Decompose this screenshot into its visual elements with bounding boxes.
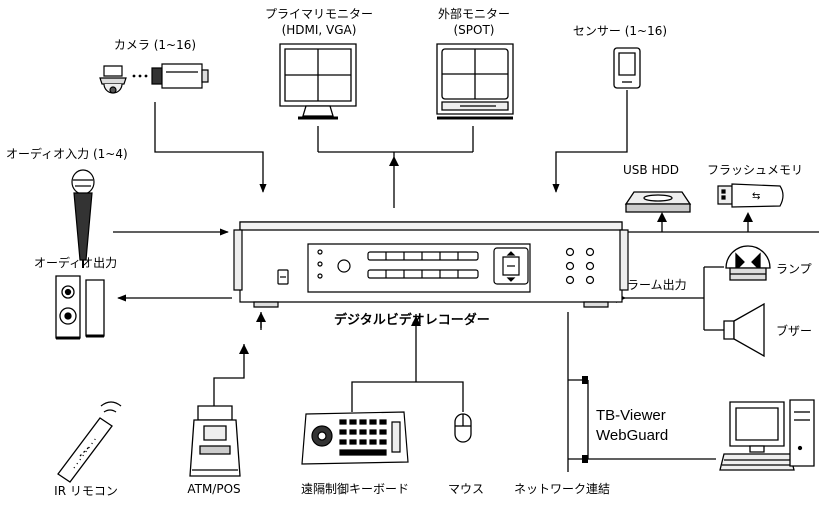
remote-software-label-line1: TB-Viewer xyxy=(596,407,666,424)
atm-icon xyxy=(190,406,240,476)
camera-link xyxy=(155,102,267,193)
lamp-label: ランプ xyxy=(776,262,812,276)
flash-memory-label: フラッシュメモリ xyxy=(707,163,804,177)
mouse-label: マウス xyxy=(447,482,485,496)
usb-hdd-icon xyxy=(626,192,690,212)
remote-control-icon xyxy=(58,402,121,482)
atm-pos-link xyxy=(214,344,244,406)
keyboard-mouse-link xyxy=(352,382,463,412)
microphone-icon xyxy=(72,170,94,268)
ir-remote-label: IR リモコン xyxy=(54,484,118,498)
sensor-label: センサー (1~16) xyxy=(572,24,668,38)
svg-text:⇆: ⇆ xyxy=(752,191,760,202)
pc-icon xyxy=(720,400,814,470)
audio-input-label: オーディオ入力 (1~4) xyxy=(6,147,128,161)
audio-output-label: オーディオ出力 xyxy=(34,256,118,270)
keyboard-icon xyxy=(302,412,408,464)
monitor-icon xyxy=(280,44,356,118)
dvr-icon xyxy=(234,222,628,307)
dvr-label: デジタルビデオレコーダー xyxy=(334,313,490,328)
camera-icon xyxy=(100,64,208,93)
primary-monitor-label-line1: プライマリモニター xyxy=(264,7,374,21)
monitor-icon xyxy=(437,44,513,118)
sensor-icon xyxy=(614,48,640,88)
external-monitor-label-line2: (SPOT) xyxy=(453,23,495,37)
mouse-icon xyxy=(455,414,471,442)
camera-label: カメラ (1~16) xyxy=(113,38,197,52)
remote-software-label-line2: WebGuard xyxy=(596,427,669,444)
external-monitor-label-line1: 外部モニター xyxy=(437,7,511,21)
speaker-icon xyxy=(56,276,104,338)
flash-memory-icon: ⇆ xyxy=(718,184,783,207)
usb-hdd-label: USB HDD xyxy=(623,163,679,177)
lamp-icon xyxy=(726,246,770,280)
network-label: ネットワーク連結 xyxy=(513,482,611,496)
control-keyboard-label: 遠隔制御キーボード xyxy=(300,482,410,496)
buzzer-icon xyxy=(724,304,764,356)
buzzer-label: ブザー xyxy=(776,324,813,338)
sensor-link xyxy=(552,90,627,193)
primary-monitor-label-line2: (HDMI, VGA) xyxy=(281,23,357,37)
atm-pos-label: ATM/POS xyxy=(187,482,241,496)
alarm-output-label: ラーム出力 xyxy=(627,278,687,292)
connection-lines xyxy=(113,90,819,472)
